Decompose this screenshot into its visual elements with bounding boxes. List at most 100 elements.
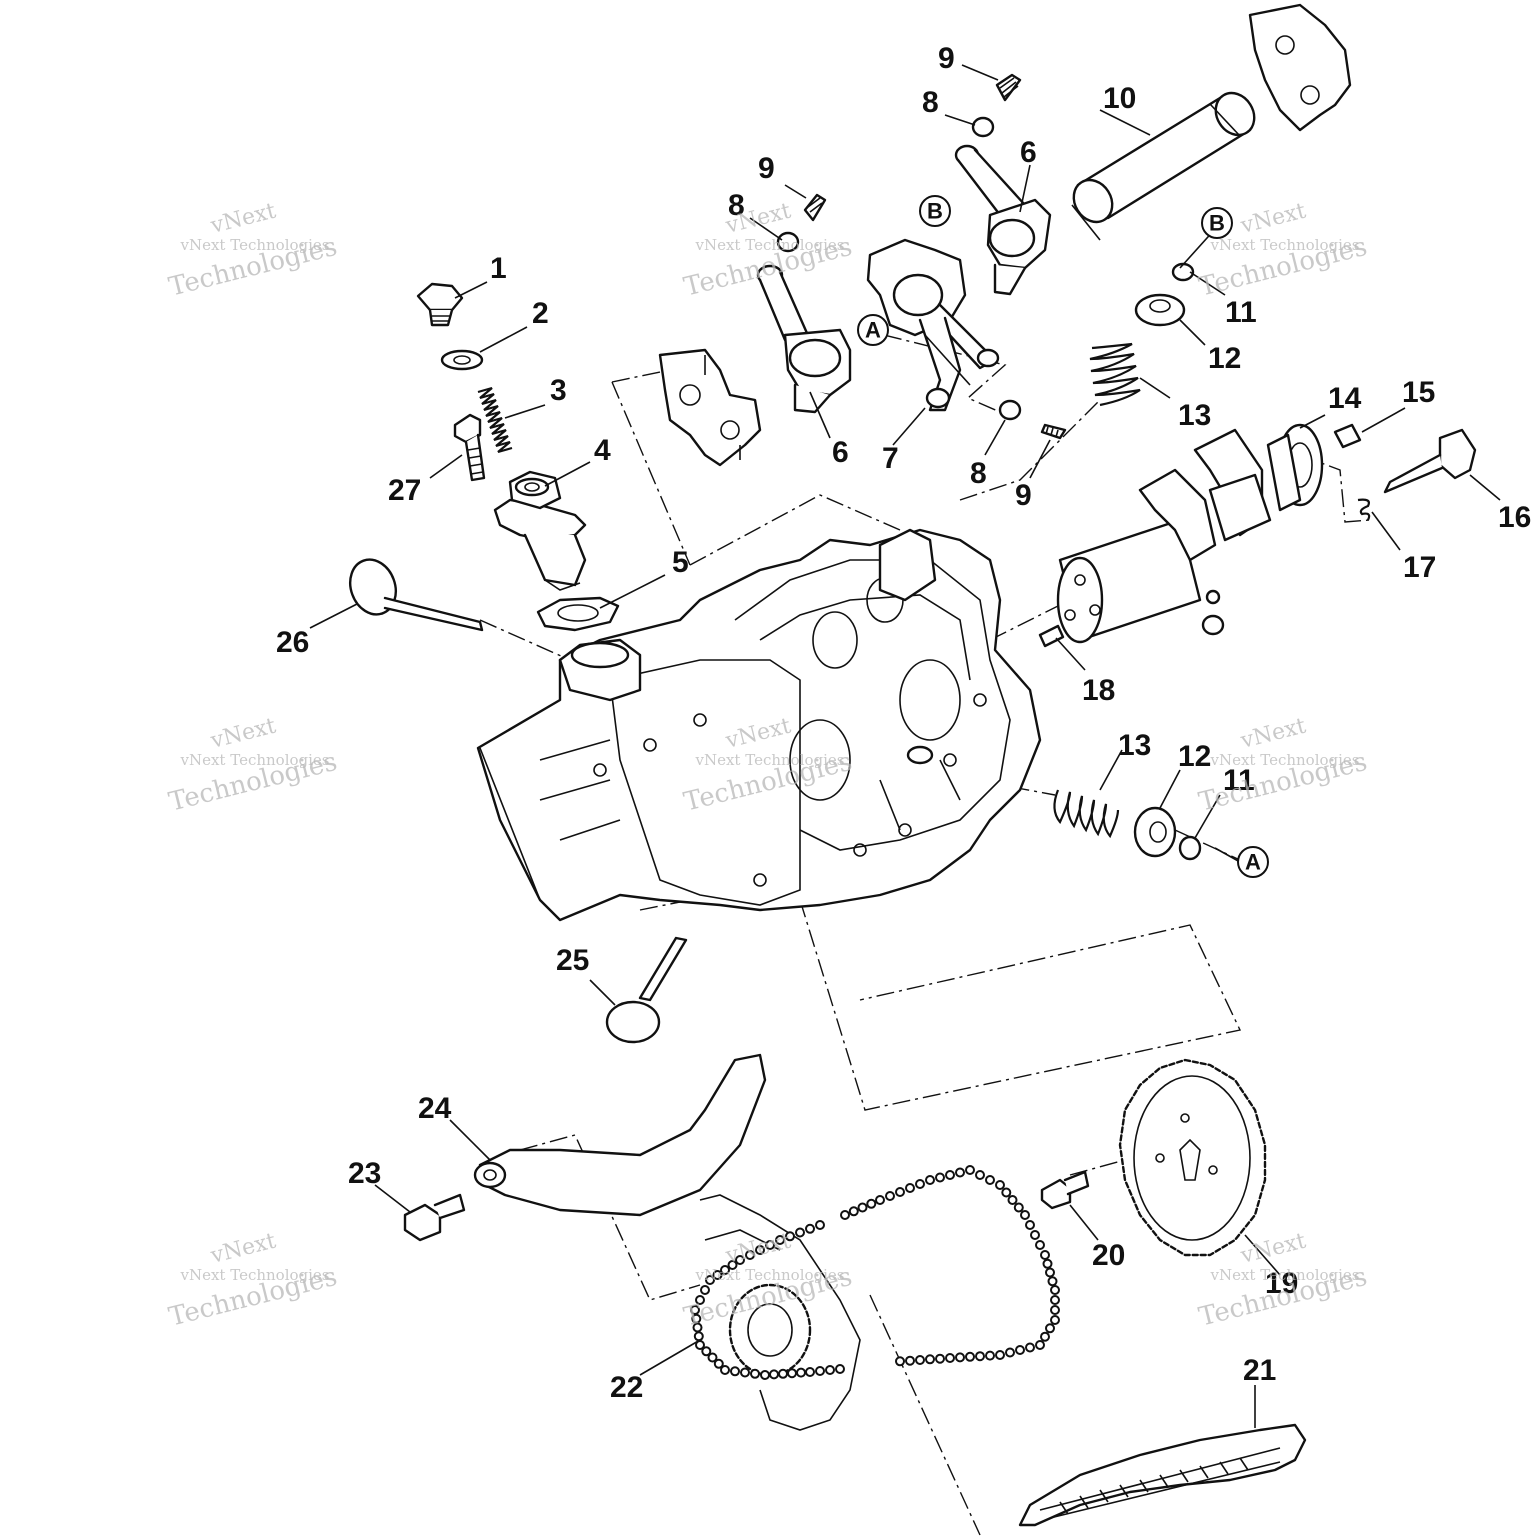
- chain-link: [835, 1364, 845, 1374]
- chain-link: [985, 1175, 995, 1185]
- adjuster-screw-top: [995, 73, 1022, 102]
- callout-25: 25: [556, 944, 589, 977]
- locknut-center: [998, 399, 1022, 421]
- chain-link: [955, 1352, 965, 1363]
- chain-link: [1035, 1340, 1045, 1350]
- chain-link: [935, 1353, 945, 1364]
- chain-link: [1045, 1323, 1055, 1334]
- watermark-text: vNext Technologies: [1209, 751, 1359, 769]
- locknut-left: [776, 231, 800, 253]
- watermark-text: vNext: [207, 199, 278, 239]
- plug-bolt: [416, 282, 464, 327]
- chain-link: [1050, 1295, 1060, 1305]
- chain-link: [955, 1167, 965, 1178]
- cylinder-head: [476, 528, 1042, 922]
- chain-link: [735, 1255, 745, 1265]
- callout-4: 4: [594, 434, 611, 467]
- ref-B-left-label: B: [927, 199, 943, 224]
- chain-link: [840, 1210, 850, 1220]
- ref-A-upper-label: A: [865, 318, 881, 343]
- watermark-text: vNext: [1237, 199, 1308, 239]
- intake-valve: [349, 558, 484, 632]
- sprocket-bolt: [1040, 1170, 1090, 1210]
- chain-link: [965, 1165, 975, 1175]
- callout-23: 23: [348, 1157, 381, 1190]
- watermark-text: vNext Technologies: [694, 236, 844, 254]
- rocker-arm-right: [954, 144, 1052, 296]
- chain-link: [925, 1354, 935, 1365]
- rocker-shaft: [1072, 91, 1256, 224]
- rocker-arm-center: [866, 238, 1000, 412]
- decompressor-lever: [1383, 428, 1477, 494]
- chain-link: [705, 1275, 715, 1285]
- rocker-shaft-support-right: [1248, 3, 1352, 132]
- chain-link: [805, 1223, 815, 1234]
- chain-link: [1047, 1276, 1058, 1287]
- callout-9-top: 9: [938, 42, 955, 75]
- chain-link: [755, 1245, 765, 1255]
- callout-14: 14: [1328, 382, 1362, 415]
- chain-link: [765, 1240, 775, 1250]
- callout-20: 20: [1092, 1239, 1125, 1272]
- spring-retainer-lower: [1133, 806, 1177, 858]
- callout-12-lower: 12: [1178, 740, 1211, 773]
- callout-27: 27: [388, 474, 421, 507]
- callout-11-lower: 11: [1223, 764, 1255, 797]
- chain-link: [848, 1206, 859, 1217]
- chain-link: [857, 1202, 868, 1213]
- chain-link: [727, 1260, 738, 1270]
- valve-spring-lower: [1053, 789, 1120, 839]
- callout-26: 26: [276, 626, 309, 659]
- cam-ball: [1205, 589, 1221, 605]
- chain-link: [720, 1365, 730, 1375]
- crank-sprocket: [699, 1194, 861, 1431]
- decompressor-spring: [1357, 498, 1371, 521]
- cam-sprocket: [1118, 1058, 1267, 1257]
- watermark-text: vNext Technologies: [179, 1266, 329, 1284]
- chain-link: [925, 1175, 935, 1185]
- callout-7: 7: [882, 442, 899, 475]
- watermark-text: vNext: [722, 1229, 793, 1269]
- chain-link: [805, 1367, 815, 1377]
- chain-link: [875, 1195, 885, 1205]
- chain-link: [905, 1355, 915, 1366]
- cam-nut: [1201, 614, 1225, 636]
- dowel-pin: [1038, 624, 1065, 648]
- callout-numbers: 1 2 3 4 5 6 6 7 8 8 8 9 9 9 10 11 11 12 …: [276, 42, 1531, 1404]
- chain-tensioner: [493, 470, 587, 591]
- chain-link: [700, 1285, 710, 1295]
- valve-spring-upper: [1089, 342, 1141, 407]
- chain-link: [1001, 1187, 1012, 1198]
- leader-lines: [309, 64, 1501, 1428]
- callout-22: 22: [610, 1371, 643, 1404]
- watermark-text: vNext Technologies: [694, 1266, 844, 1284]
- chain-link: [1035, 1240, 1045, 1250]
- chain-link: [1050, 1305, 1060, 1315]
- callout-8-center: 8: [970, 457, 987, 490]
- watermark-text: vNext Technologies: [179, 751, 329, 769]
- chain-link: [1015, 1345, 1025, 1355]
- chain-link: [1005, 1347, 1015, 1358]
- chain-link: [745, 1250, 755, 1260]
- watermark-text: vNext: [207, 714, 278, 754]
- chain-link: [895, 1187, 905, 1197]
- watermark-text: vNext Technologies: [1209, 236, 1359, 254]
- chain-link: [985, 1350, 995, 1361]
- callout-21: 21: [1243, 1354, 1276, 1387]
- callout-13-upper: 13: [1178, 399, 1211, 432]
- chain-link: [1050, 1315, 1060, 1325]
- callout-15: 15: [1402, 376, 1435, 409]
- ref-A-lower: A: [1237, 846, 1269, 878]
- callout-2: 2: [532, 297, 549, 330]
- chain-link: [750, 1368, 760, 1379]
- chain-link: [695, 1295, 705, 1305]
- rocker-shaft-support-left: [658, 348, 762, 467]
- chain-link: [1025, 1342, 1035, 1353]
- guide-bolt: [403, 1193, 466, 1242]
- callout-9-center: 9: [1015, 479, 1032, 512]
- chain-link: [796, 1367, 806, 1378]
